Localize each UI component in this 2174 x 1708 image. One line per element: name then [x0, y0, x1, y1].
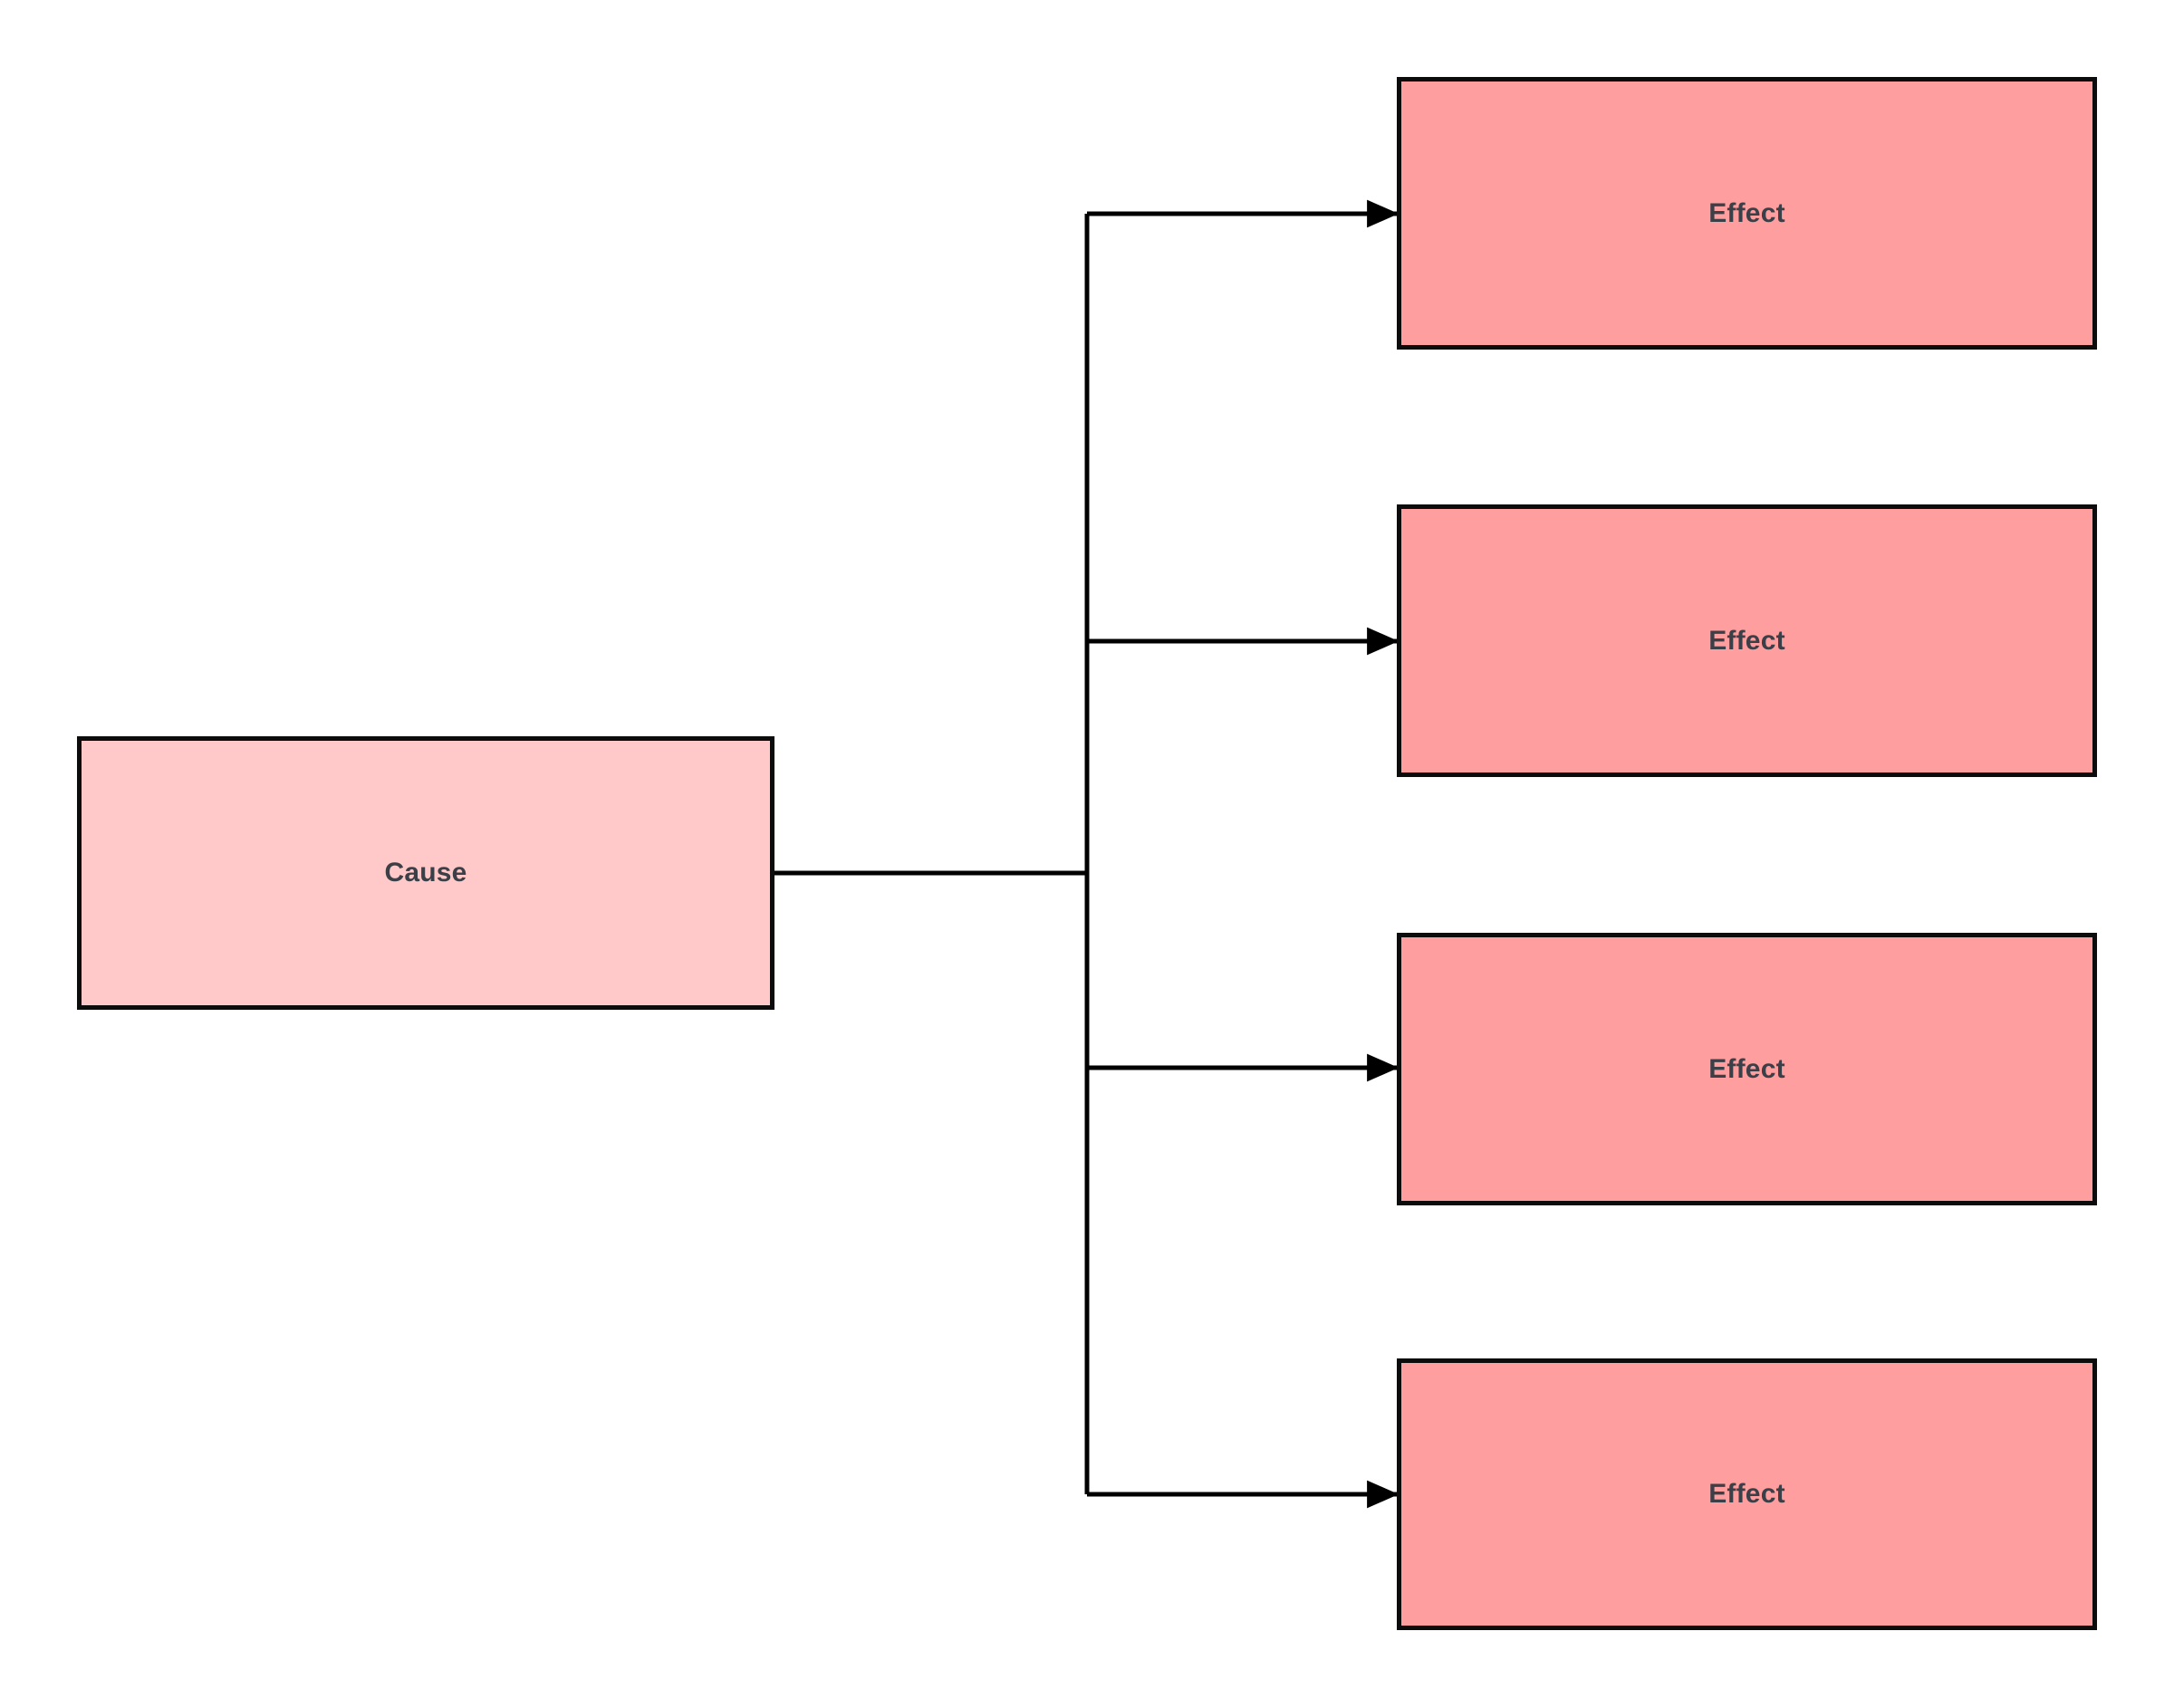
node-effect-3-label: Effect	[1708, 1053, 1785, 1084]
node-effect-2[interactable]: Effect	[1397, 504, 2097, 777]
node-effect-2-label: Effect	[1708, 625, 1785, 656]
node-effect-1[interactable]: Effect	[1397, 77, 2097, 350]
node-cause[interactable]: Cause	[77, 736, 774, 1010]
node-effect-4[interactable]: Effect	[1397, 1358, 2097, 1630]
node-cause-label: Cause	[384, 858, 467, 888]
node-effect-3[interactable]: Effect	[1397, 933, 2097, 1205]
node-effect-1-label: Effect	[1708, 197, 1785, 228]
node-effect-4-label: Effect	[1708, 1479, 1785, 1509]
